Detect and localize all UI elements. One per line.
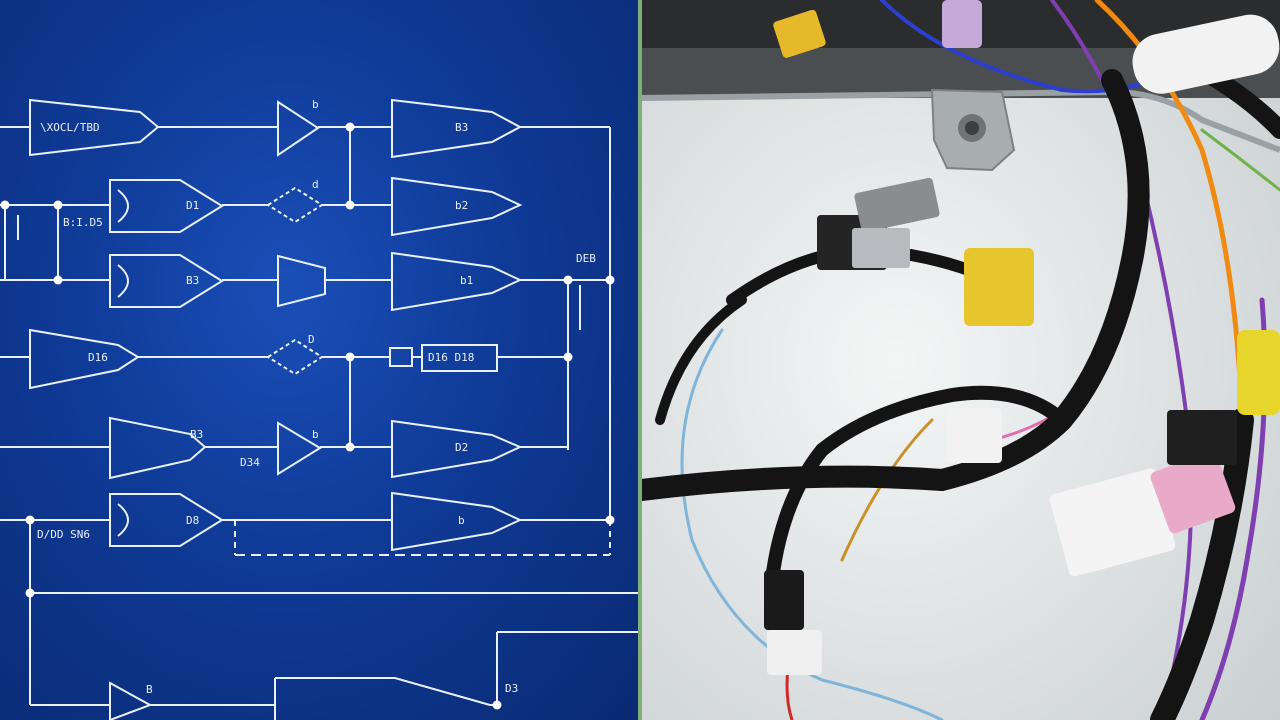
schematic-label: D8 <box>186 514 199 527</box>
schematic-label: b <box>312 98 319 111</box>
wire-orange <box>1094 0 1243 383</box>
yellow-connector-large <box>964 248 1034 326</box>
black-connector-right <box>1167 410 1237 465</box>
and-gate-curve <box>117 189 129 223</box>
wiring-harness-illustration <box>642 0 1280 720</box>
junction-dot <box>53 275 63 285</box>
junction-dot <box>345 200 355 210</box>
white-sleeve <box>1132 14 1280 94</box>
schematic-label: D <box>308 333 315 346</box>
amplifier-symbol <box>391 419 523 479</box>
schematic-label: D2 <box>455 441 468 454</box>
black-connector-bottom <box>764 570 804 630</box>
schematic-label: b2 <box>455 199 468 212</box>
yellow-connector <box>773 9 826 58</box>
amplifier-symbol <box>29 98 160 157</box>
junction-dot <box>345 442 355 452</box>
schematic-label: B3 <box>190 428 203 441</box>
junction-dot <box>345 352 355 362</box>
junction-dot <box>605 275 615 285</box>
and-gate-symbol <box>109 179 224 233</box>
junction-dot <box>0 200 10 210</box>
harness-right <box>1150 408 1254 720</box>
junction-dot <box>345 122 355 132</box>
schematic-label: D16 <box>88 351 108 364</box>
amplifier-symbol <box>391 176 523 237</box>
bolt-head <box>965 121 979 135</box>
pink-connector <box>1150 451 1236 534</box>
gray-latch <box>852 228 910 268</box>
junction-dot <box>605 515 615 525</box>
schematic-label: \XOCL/TBD <box>40 121 100 134</box>
schematic-label: D1 <box>186 199 199 212</box>
schematic-label: DEB <box>576 252 596 265</box>
gray-connector <box>854 177 940 233</box>
panel-divider <box>638 0 642 720</box>
and-gate-symbol <box>109 254 224 308</box>
amplifier-symbol <box>29 328 140 390</box>
junction-dot <box>25 515 35 525</box>
schematic-label: d <box>312 178 319 191</box>
schematic-label: D/DD SN6 <box>37 528 90 541</box>
buffer-symbol <box>277 100 320 157</box>
junction-dots <box>0 122 615 710</box>
schematic-label: D3 <box>505 682 518 695</box>
schematic-label: b <box>312 428 319 441</box>
white-connector-bottom <box>767 630 822 675</box>
amplifier-symbol <box>109 416 207 480</box>
harness-upper-down <box>655 295 747 425</box>
and-gate-curve <box>117 503 129 537</box>
wiring-harness-photo <box>642 0 1280 720</box>
white-connector-stack <box>1049 468 1176 577</box>
yellow-connector-right <box>1237 330 1280 415</box>
schematic-label: b <box>458 514 465 527</box>
amplifier-symbol <box>391 251 523 312</box>
schematic-label: B:I.D5 <box>63 216 103 229</box>
schematic-label: D16 D18 <box>428 351 474 364</box>
circuit-schematic-panel: \XOCL/TBD B3 b B:I.D5 D1 b2 d B3 b1 DEB … <box>0 0 638 720</box>
trapezoid-symbol <box>277 254 326 308</box>
and-gate-curve <box>117 264 129 298</box>
schematic-label: B3 <box>186 274 199 287</box>
harness-loop <box>765 385 1069 587</box>
junction-dot <box>563 352 573 362</box>
junction-dot <box>563 275 573 285</box>
junction-dot <box>53 200 63 210</box>
purple-connector <box>942 0 982 48</box>
wire-green <box>1200 128 1280 192</box>
buffer-symbol <box>277 421 322 476</box>
and-gate-symbol <box>274 677 491 720</box>
schematic-label: b1 <box>460 274 473 287</box>
junction-dot <box>492 700 502 710</box>
capacitor-box <box>389 347 413 367</box>
schematic-label: D34 <box>240 456 260 469</box>
amplifier-symbol <box>391 491 523 552</box>
schematic-label: B <box>146 683 153 696</box>
buffer-symbol <box>109 681 153 720</box>
junction-dot <box>25 588 35 598</box>
white-connector <box>947 408 1002 463</box>
and-gate-symbol <box>109 493 224 547</box>
wire-light-blue <box>680 328 944 720</box>
buffer-symbol-dashed <box>266 186 324 224</box>
circuit-schematic: \XOCL/TBD B3 b B:I.D5 D1 b2 d B3 b1 DEB … <box>0 98 638 720</box>
amplifier-symbol <box>391 98 523 159</box>
schematic-label: B3 <box>455 121 468 134</box>
